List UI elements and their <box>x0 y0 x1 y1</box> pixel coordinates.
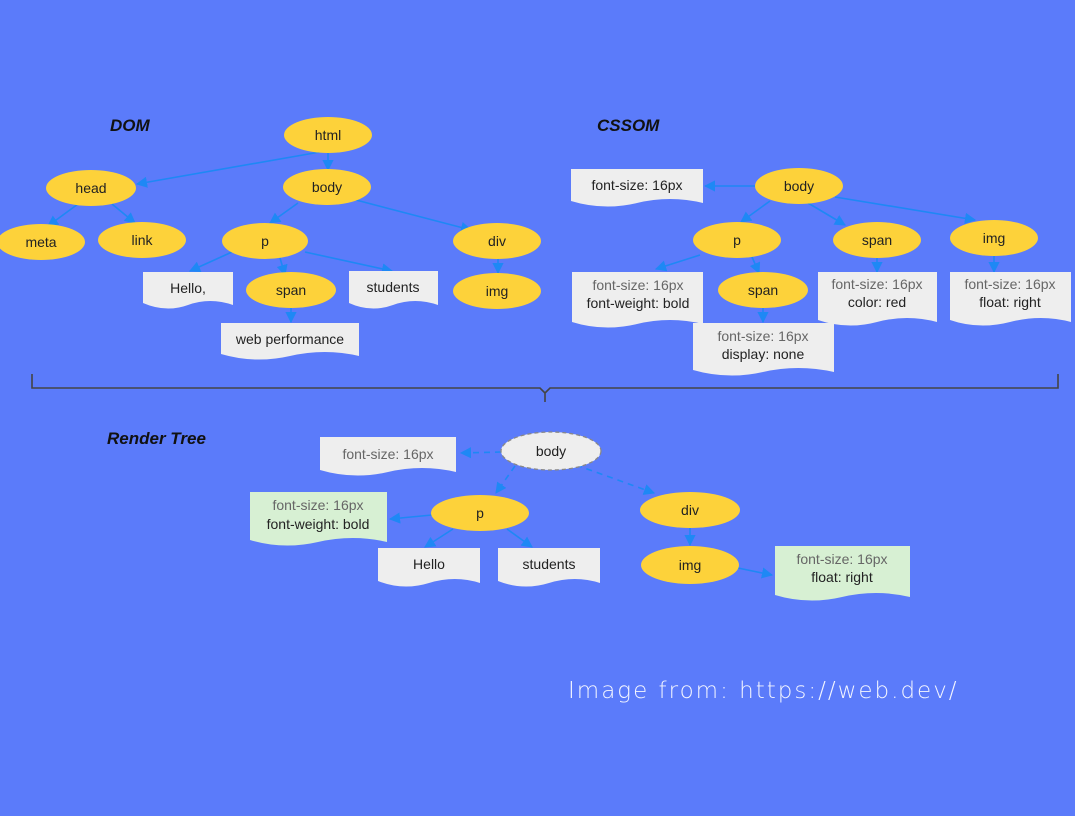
cssom-node-body: body <box>755 168 843 204</box>
edge-head-meta <box>47 203 79 227</box>
dom-node-span: span <box>246 272 336 308</box>
edge-render-img-style <box>737 567 774 579</box>
image-credit: Image from: https://web.dev/ <box>568 678 959 704</box>
dom-edges <box>47 151 504 324</box>
cssom-node-img-label: img <box>983 230 1006 246</box>
cssom-node-p: p <box>693 222 781 258</box>
edge-render-body-p <box>495 465 516 494</box>
render-edges <box>388 447 774 579</box>
render-node-div-label: div <box>681 502 699 518</box>
edge-render-p-students <box>506 528 533 548</box>
dom-node-html: html <box>284 117 372 153</box>
cssom-node-img: img <box>950 220 1038 256</box>
cssom-edges <box>654 180 1000 324</box>
merge-brace <box>31 374 1059 402</box>
dom-title: DOM <box>110 116 151 135</box>
dom-node-p-label: p <box>261 233 269 249</box>
render-tree-title: Render Tree <box>107 429 206 448</box>
cssom-style-p-span-line1: font-size: 16px <box>717 328 808 344</box>
edge-p-span <box>276 257 288 277</box>
dom-node-img: img <box>453 273 541 309</box>
cssom-node-span-label: span <box>862 232 892 248</box>
dom-text-students-label: students <box>367 279 420 295</box>
cssom-style-img-line1: font-size: 16px <box>964 276 1055 292</box>
dom-node-link-label: link <box>131 232 153 248</box>
cssom-node-body-label: body <box>784 178 814 194</box>
cssom-style-p-span: font-size: 16px display: none <box>693 323 834 376</box>
edge-render-body-style <box>459 447 502 459</box>
edge-head-link <box>111 203 136 224</box>
cssom-style-p: font-size: 16px font-weight: bold <box>572 272 703 328</box>
render-text-hello-label: Hello <box>413 556 445 572</box>
dom-node-div-label: div <box>488 233 506 249</box>
render-node-img-label: img <box>679 557 702 573</box>
dom-node-head: head <box>46 170 136 206</box>
dom-text-hello-label: Hello, <box>170 280 206 296</box>
edge-body-p <box>269 202 299 224</box>
dom-node-body: body <box>283 169 371 205</box>
cssom-style-span: font-size: 16px color: red <box>818 272 937 326</box>
dom-node-html-label: html <box>315 127 341 143</box>
cssom-node-span: span <box>833 222 921 258</box>
render-node-p: p <box>431 495 529 531</box>
render-style-p-line2: font-weight: bold <box>267 516 370 532</box>
edge-p-students <box>304 251 394 275</box>
dom-text-web-performance-label: web performance <box>235 331 344 347</box>
render-style-img-line1: font-size: 16px <box>796 551 887 567</box>
render-node-img: img <box>641 546 739 584</box>
cssom-node-p-label: p <box>733 232 741 248</box>
dom-node-meta-label: meta <box>25 234 56 250</box>
dom-node-body-label: body <box>312 179 342 195</box>
cssom-style-img: font-size: 16px float: right <box>950 272 1071 326</box>
dom-node-img-label: img <box>486 283 509 299</box>
dom-text-hello: Hello, <box>143 272 233 309</box>
dom-node-div: div <box>453 223 541 259</box>
render-node-body: body <box>500 431 602 471</box>
edge-body-div <box>355 199 473 233</box>
render-node-div: div <box>640 492 740 528</box>
cssom-style-span-line2: color: red <box>848 294 906 310</box>
cssom-style-p-span-line2: display: none <box>722 346 805 362</box>
render-style-img: font-size: 16px float: right <box>775 546 910 601</box>
edge-cssom-p-style <box>654 254 701 272</box>
edge-cssom-body-img <box>834 196 977 224</box>
cssom-title: CSSOM <box>597 116 660 135</box>
dom-text-web-performance: web performance <box>221 323 359 360</box>
edge-p-hello <box>188 251 233 272</box>
dom-node-meta: meta <box>0 224 85 260</box>
render-style-body: font-size: 16px <box>320 437 456 476</box>
dom-node-head-label: head <box>75 180 106 196</box>
render-text-hello: Hello <box>378 548 480 587</box>
edge-cssom-p-span <box>749 256 761 275</box>
cssom-style-body: font-size: 16px <box>571 169 703 207</box>
render-style-p-line1: font-size: 16px <box>272 497 363 513</box>
dom-node-span-label: span <box>276 282 306 298</box>
edge-render-p-style <box>388 512 433 524</box>
cssom-node-p-span-label: span <box>748 282 778 298</box>
dom-node-p: p <box>222 223 308 259</box>
dom-text-students: students <box>349 271 438 309</box>
edge-cssom-body-span <box>807 202 846 226</box>
render-style-p: font-size: 16px font-weight: bold <box>250 492 387 546</box>
cssom-style-img-line2: float: right <box>979 294 1041 310</box>
render-style-body-line1: font-size: 16px <box>342 446 433 462</box>
cssom-style-body-line1: font-size: 16px <box>591 177 682 193</box>
render-node-p-label: p <box>476 505 484 521</box>
cssom-style-p-line1: font-size: 16px <box>592 277 683 293</box>
edge-render-p-hello <box>424 528 454 548</box>
edge-html-head <box>135 151 321 188</box>
render-text-students: students <box>498 548 600 587</box>
cssom-style-p-line2: font-weight: bold <box>587 295 690 311</box>
dom-node-link: link <box>98 222 186 258</box>
render-text-students-label: students <box>523 556 576 572</box>
cssom-node-p-span: span <box>718 272 808 308</box>
edge-render-body-div <box>575 464 656 495</box>
cssom-style-span-line1: font-size: 16px <box>831 276 922 292</box>
render-style-img-line2: float: right <box>811 569 873 585</box>
edge-cssom-body-p <box>740 200 771 223</box>
render-node-body-label: body <box>536 443 566 459</box>
